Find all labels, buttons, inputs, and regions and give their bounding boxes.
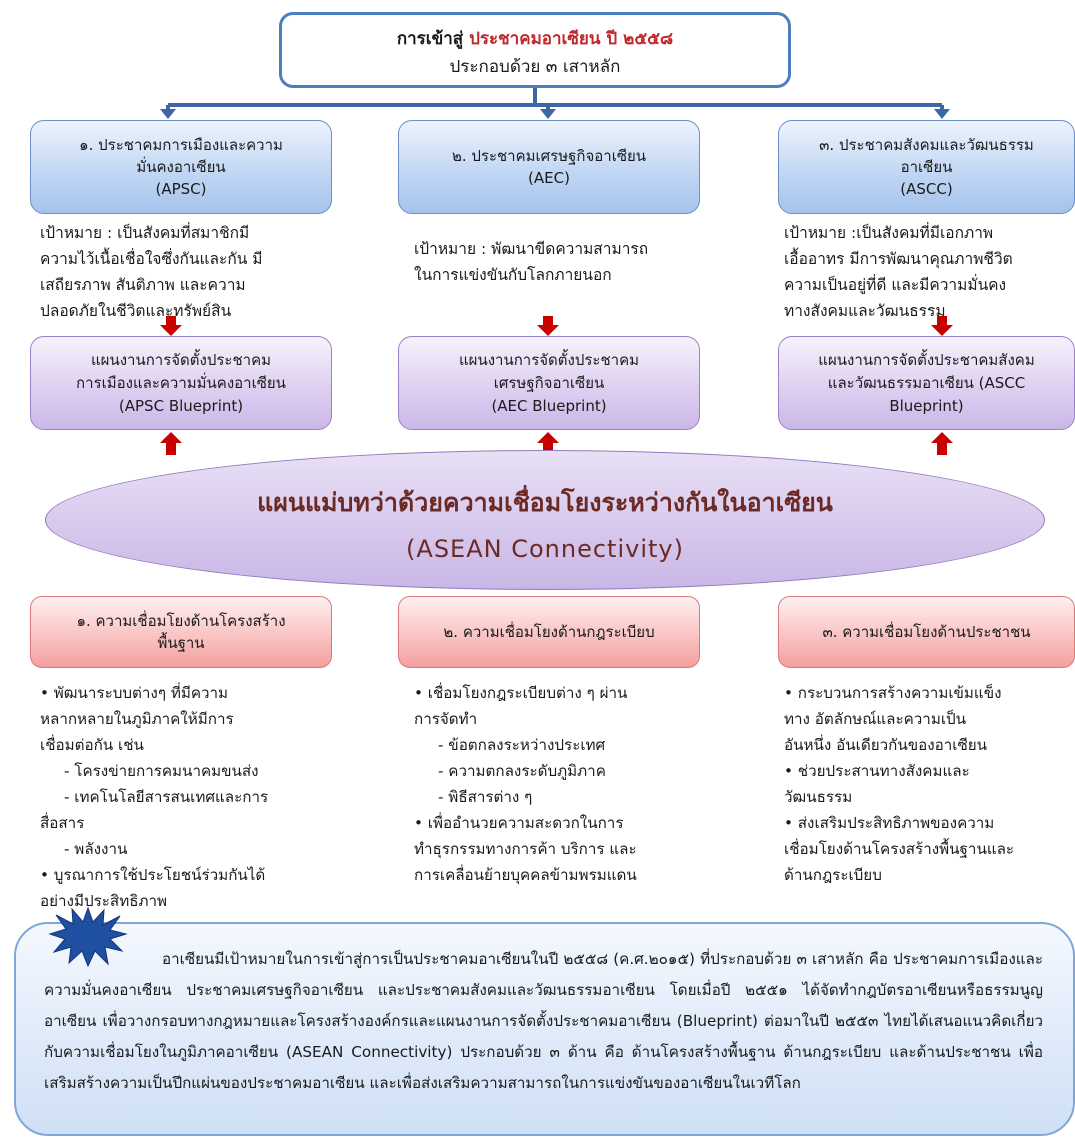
pillar-label: ๒. ประชาคมเศรษฐกิจอาเซียน	[451, 147, 647, 165]
connectivity-ellipse: แผนแม่บทว่าด้วยความเชื่อมโยงระหว่างกันใน…	[45, 450, 1045, 590]
summary-panel: อาเซียนมีเป้าหมายในการเข้าสู่การเป็นประช…	[14, 922, 1075, 1136]
pillar-label: ๑. ประชาคมการเมืองและความ	[79, 136, 283, 154]
list-item: ด้านกฎระเบียบ	[784, 866, 882, 884]
arrow-down-icon	[540, 105, 556, 119]
list-item: • พัฒนาระบบต่างๆ ที่มีความ	[40, 684, 229, 702]
list-item: หลากหลายในภูมิภาคให้มีการ	[40, 710, 234, 728]
dimension-regulation: ๒. ความเชื่อมโยงด้านกฎระเบียบ	[398, 596, 700, 668]
dimension-label: ๓. ความเชื่อมโยงด้านประชาชน	[822, 623, 1031, 641]
blueprint-label: (APSC Blueprint)	[118, 396, 244, 415]
list-item: - พลังงาน	[64, 840, 128, 858]
blueprint-label: แผนงานการจัดตั้งประชาคมสังคม	[818, 350, 1035, 369]
list-item: ทาง อัตลักษณ์และความเป็น	[784, 710, 967, 728]
list-item: เชื่อมต่อกัน เช่น	[40, 736, 144, 754]
list-item: การเคลื่อนย้ายบุคคลข้ามพรมแดน	[414, 866, 637, 884]
goal-aec: เป้าหมาย : พัฒนาขีดความสามารถ ในการแข่งข…	[414, 236, 714, 288]
title-highlight: ประชาคมอาเซียน ปี ๒๕๕๘	[469, 29, 674, 49]
goal-apsc: เป้าหมาย : เป็นสังคมที่สมาชิกมี ความไว้เ…	[40, 220, 340, 324]
blueprint-label: แผนงานการจัดตั้งประชาคม	[458, 350, 640, 369]
dimension-regulation-details: • เชื่อมโยงกฎระเบียบต่าง ๆ ผ่าน การจัดทำ…	[414, 680, 714, 888]
blueprint-label: แผนงานการจัดตั้งประชาคม	[90, 350, 272, 369]
pillar-aec: ๒. ประชาคมเศรษฐกิจอาเซียน (AEC)	[398, 120, 700, 214]
page-subtitle: ประกอบด้วย ๓ เสาหลัก	[449, 57, 621, 77]
blueprint-label: (AEC Blueprint)	[491, 396, 607, 415]
goal-line: ความไว้เนื้อเชื่อใจซึ่งกันและกัน มี	[40, 250, 263, 268]
goal-line: ทางสังคมและวัฒนธรรม	[784, 302, 946, 320]
dimension-infrastructure-details: • พัฒนาระบบต่างๆ ที่มีความ หลากหลายในภูม…	[40, 680, 340, 914]
pillar-label: (AEC)	[528, 169, 570, 187]
pillar-label: มั่นคงอาเซียน	[136, 158, 226, 176]
list-item: • ช่วยประสานทางสังคมและ	[784, 762, 970, 780]
red-arrow-down-icon	[931, 316, 953, 336]
list-item: - ข้อตกลงระหว่างประเทศ	[438, 736, 606, 754]
list-item: สื่อสาร	[40, 814, 85, 832]
red-arrow-up-icon	[537, 432, 559, 455]
list-item: อย่างมีประสิทธิภาพ	[40, 892, 168, 910]
goal-line: เป้าหมาย : พัฒนาขีดความสามารถ	[414, 240, 649, 258]
dimension-label: พื้นฐาน	[157, 634, 205, 652]
blueprint-apsc: แผนงานการจัดตั้งประชาคม การเมืองและความม…	[30, 336, 332, 430]
blueprint-label: Blueprint)	[889, 396, 964, 415]
list-item: การจัดทำ	[414, 710, 478, 728]
summary-text: อาเซียนมีเป้าหมายในการเข้าสู่การเป็นประช…	[44, 950, 1043, 1092]
goal-line: เป้าหมาย :เป็นสังคมที่มีเอกภาพ	[784, 224, 994, 242]
goal-line: ความเป็นอยู่ที่ดี และมีความมั่นคง	[784, 276, 1007, 294]
list-item: • ส่งเสริมประสิทธิภาพของความ	[784, 814, 995, 832]
dimension-label: ๑. ความเชื่อมโยงด้านโครงสร้าง	[76, 612, 286, 630]
goal-line: เอื้ออาทร มีการพัฒนาคุณภาพชีวิต	[784, 250, 1013, 268]
goal-line: ปลอดภัยในชีวิตและทรัพย์สิน	[40, 302, 232, 320]
list-item: • กระบวนการสร้างความเข้มแข็ง	[784, 684, 1002, 702]
pillar-label: ๓. ประชาคมสังคมและวัฒนธรรม	[819, 136, 1034, 154]
dimension-people-details: • กระบวนการสร้างความเข้มแข็ง ทาง อัตลักษ…	[784, 680, 1074, 888]
list-item: - พิธีสารต่าง ๆ	[438, 788, 533, 806]
pillar-label: (ASCC)	[900, 180, 953, 198]
red-arrow-down-icon	[160, 316, 182, 336]
red-arrow-down-icon	[537, 316, 559, 336]
red-arrow-up-icon	[160, 432, 182, 455]
pillar-apsc: ๑. ประชาคมการเมืองและความ มั่นคงอาเซียน …	[30, 120, 332, 214]
list-item: ทำธุรกรรมทางการค้า บริการ และ	[414, 840, 637, 858]
title-box: การเข้าสู่ ประชาคมอาเซียน ปี ๒๕๕๘ ประกอบ…	[279, 12, 791, 88]
blueprint-label: เศรษฐกิจอาเซียน	[493, 373, 605, 392]
red-arrow-up-icon	[931, 432, 953, 455]
pillar-label: อาเซียน	[900, 158, 953, 176]
list-item: วัฒนธรรม	[784, 788, 853, 806]
goal-line: ในการแข่งขันกับโลกภายนอก	[414, 266, 612, 284]
dimension-infrastructure: ๑. ความเชื่อมโยงด้านโครงสร้าง พื้นฐาน	[30, 596, 332, 668]
arrow-down-icon	[934, 105, 950, 119]
list-item: - ความตกลงระดับภูมิภาค	[438, 762, 606, 780]
dimension-label: ๒. ความเชื่อมโยงด้านกฎระเบียบ	[443, 623, 655, 641]
goal-line: เสถียรภาพ สันติภาพ และความ	[40, 276, 246, 294]
blueprint-label: การเมืองและความมั่นคงอาเซียน	[76, 373, 286, 392]
list-item: - เทคโนโลยีสารสนเทศและการ	[64, 788, 269, 806]
blueprint-label: และวัฒนธรรมอาเซียน (ASCC	[827, 373, 1026, 392]
blueprint-aec: แผนงานการจัดตั้งประชาคม เศรษฐกิจอาเซียน …	[398, 336, 700, 430]
connectivity-subtitle: (ASEAN Connectivity)	[406, 535, 684, 563]
list-item: • บูรณาการใช้ประโยชน์ร่วมกันได้	[40, 866, 266, 884]
pillar-label: (APSC)	[155, 180, 207, 198]
arrow-down-icon	[160, 105, 176, 119]
title-prefix: การเข้าสู่	[396, 29, 464, 49]
starburst-icon	[48, 906, 128, 968]
goal-line: เป้าหมาย : เป็นสังคมที่สมาชิกมี	[40, 224, 250, 242]
blueprint-ascc: แผนงานการจัดตั้งประชาคมสังคม และวัฒนธรรม…	[778, 336, 1075, 430]
page-title: การเข้าสู่ ประชาคมอาเซียน ปี ๒๕๕๘	[282, 25, 788, 53]
connectivity-title: แผนแม่บทว่าด้วยความเชื่อมโยงระหว่างกันใน…	[257, 488, 833, 517]
list-item: • เชื่อมโยงกฎระเบียบต่าง ๆ ผ่าน	[414, 684, 628, 702]
list-item: • เพื่ออำนวยความสะดวกในการ	[414, 814, 624, 832]
list-item: อันหนึ่ง อันเดียวกันของอาเซียน	[784, 736, 988, 754]
dimension-people: ๓. ความเชื่อมโยงด้านประชาชน	[778, 596, 1075, 668]
list-item: - โครงข่ายการคมนาคมขนส่ง	[64, 762, 259, 780]
list-item: เชื่อมโยงด้านโครงสร้างพื้นฐานและ	[784, 840, 1015, 858]
pillar-ascc: ๓. ประชาคมสังคมและวัฒนธรรม อาเซียน (ASCC…	[778, 120, 1075, 214]
goal-ascc: เป้าหมาย :เป็นสังคมที่มีเอกภาพ เอื้ออาทร…	[784, 220, 1074, 324]
